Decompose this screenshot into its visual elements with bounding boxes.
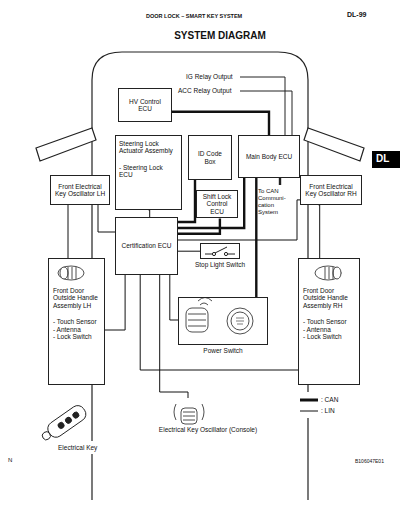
coil bbox=[186, 308, 208, 332]
lin-connector bbox=[149, 210, 150, 217]
node-item: - Antenna bbox=[53, 326, 81, 333]
coil bbox=[68, 267, 76, 279]
switch-box: Stop Light Switch bbox=[200, 243, 240, 259]
legend-text: : CAN bbox=[321, 396, 338, 403]
can-wire bbox=[279, 178, 281, 185]
switch-contact bbox=[224, 252, 227, 255]
diagram-title: SYSTEM DIAGRAM bbox=[150, 30, 290, 41]
switch-lead bbox=[205, 254, 235, 255]
node-title: Main Body ECU bbox=[246, 153, 292, 160]
lin-sample bbox=[300, 411, 318, 412]
start-button bbox=[227, 308, 253, 334]
lin-connector bbox=[68, 205, 69, 258]
power-switch-icon bbox=[186, 298, 253, 335]
ecu-box: ID Code Box bbox=[188, 135, 232, 180]
mirror-right bbox=[304, 128, 364, 161]
node-title: Stop Light Switch bbox=[194, 261, 246, 268]
lin-connector bbox=[105, 275, 125, 330]
radio-waves bbox=[174, 404, 204, 420]
can-sample bbox=[300, 399, 318, 402]
door-handle-box: Front Door Outside Handle Assembly LH - T… bbox=[48, 258, 105, 385]
node-title: HV Control ECU bbox=[122, 98, 168, 113]
node-title: Power Switch bbox=[202, 347, 243, 354]
key-ring bbox=[41, 430, 52, 441]
coil bbox=[60, 267, 68, 279]
coil bbox=[188, 314, 206, 326]
button-marks bbox=[236, 318, 244, 324]
key-button bbox=[72, 411, 80, 419]
coil bbox=[315, 266, 341, 280]
electrical-key-icon bbox=[38, 403, 88, 445]
section-tab bbox=[372, 151, 400, 168]
part-name: Electrical Key bbox=[58, 444, 97, 451]
ecu-box: Shift Lock Control ECU bbox=[196, 190, 238, 218]
coil bbox=[58, 266, 84, 280]
key-button bbox=[57, 421, 65, 429]
figure-mark: N bbox=[8, 457, 12, 464]
figure-code: B106047E01 bbox=[355, 459, 384, 465]
oscillator-node: Electrical Key Oscillator (Console) bbox=[143, 398, 273, 440]
lin-connector bbox=[178, 251, 200, 252]
node-title: Front Electrical Key Oscillator LH bbox=[54, 183, 106, 198]
ecu-box: HV Control ECU bbox=[118, 88, 172, 122]
node-item: - Lock Switch bbox=[303, 333, 342, 340]
door-handle-box: Front Door Outside Handle Assembly RH - T… bbox=[298, 258, 360, 385]
lin-connector bbox=[98, 205, 115, 232]
node-title: ID Code Box bbox=[192, 150, 228, 165]
lin-connector bbox=[170, 275, 178, 320]
power-switch-box: Power Switch bbox=[178, 297, 268, 345]
start-button bbox=[231, 312, 249, 330]
lin-connector bbox=[160, 275, 188, 398]
can-connector bbox=[172, 112, 269, 135]
switch-lever bbox=[215, 247, 227, 253]
console-oscillator-icon bbox=[174, 404, 204, 424]
vehicle-outline bbox=[36, 52, 364, 500]
ecu-box: Steering Lock Actuator Assembly - Steerin… bbox=[115, 135, 182, 210]
key-body bbox=[45, 403, 89, 440]
node-item: - Antenna bbox=[303, 326, 331, 333]
signal-name: ACC Relay Output bbox=[178, 87, 231, 94]
legend-text: : LIN bbox=[321, 407, 335, 414]
node-item: - Touch Sensor bbox=[303, 318, 347, 325]
node-title: Steering Lock Actuator Assembly bbox=[119, 140, 178, 155]
signal-name: IG Relay Output bbox=[186, 73, 233, 80]
coil bbox=[333, 267, 341, 279]
legend-samples bbox=[300, 400, 318, 411]
vehicle-body-line bbox=[92, 205, 308, 500]
node-item: - Lock Switch bbox=[53, 333, 92, 340]
radio-waves bbox=[198, 298, 212, 306]
note: To CAN Communi-cation System bbox=[258, 188, 294, 216]
coil bbox=[325, 267, 333, 279]
coil bbox=[181, 408, 197, 424]
node-title: Shift Lock Control ECU bbox=[200, 193, 234, 215]
node-title: Front Door Outside Handle Assembly LH bbox=[53, 287, 101, 309]
oscillator-box: Front Electrical Key Oscillator LH bbox=[50, 175, 110, 205]
ecu-box: Main Body ECU bbox=[238, 135, 300, 178]
node-title: Front Electrical Key Oscillator RH bbox=[304, 183, 358, 198]
lin-connector bbox=[140, 275, 298, 370]
lin-connector bbox=[319, 205, 320, 258]
mirror-left bbox=[36, 128, 96, 161]
node-title: Certification ECU bbox=[122, 242, 172, 249]
can-connector bbox=[178, 218, 220, 233]
node-title: Front Door Outside Handle Assembly RH bbox=[303, 287, 356, 309]
stop-light-switch-symbol bbox=[205, 247, 235, 256]
wire bbox=[240, 77, 285, 135]
key-button bbox=[64, 416, 72, 424]
ecu-box: Certification ECU bbox=[115, 217, 178, 275]
node-item: - Steering Lock ECU bbox=[119, 164, 178, 179]
node-item: - Touch Sensor bbox=[53, 318, 97, 325]
can-connector bbox=[178, 178, 244, 228]
section-tab-text: DL bbox=[376, 153, 389, 165]
oscillator-box: Front Electrical Key Oscillator RH bbox=[300, 175, 362, 205]
node-title: Electrical Key Oscillator (Console) bbox=[159, 426, 257, 433]
coil bbox=[183, 412, 195, 420]
page-header: DOOR LOCK – SMART KEY SYSTEM bbox=[146, 13, 242, 19]
page-number: DL-99 bbox=[347, 11, 366, 19]
